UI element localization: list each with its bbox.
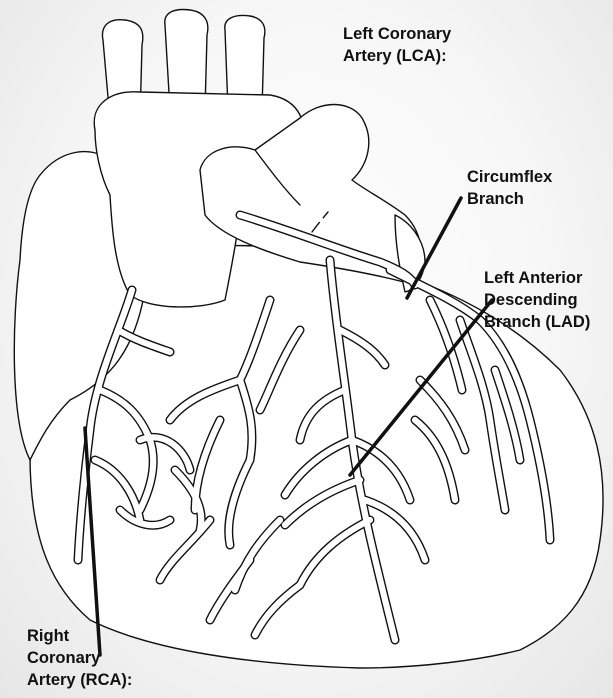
label-circumflex-branch: Circumflex Branch xyxy=(467,166,552,210)
label-left-coronary-artery: Left Coronary Artery (LCA): xyxy=(343,23,451,67)
label-left-anterior-descending-branch: Left Anterior Descending Branch (LAD) xyxy=(484,267,590,333)
label-right-coronary-artery: Right Coronary Artery (RCA): xyxy=(27,625,132,691)
